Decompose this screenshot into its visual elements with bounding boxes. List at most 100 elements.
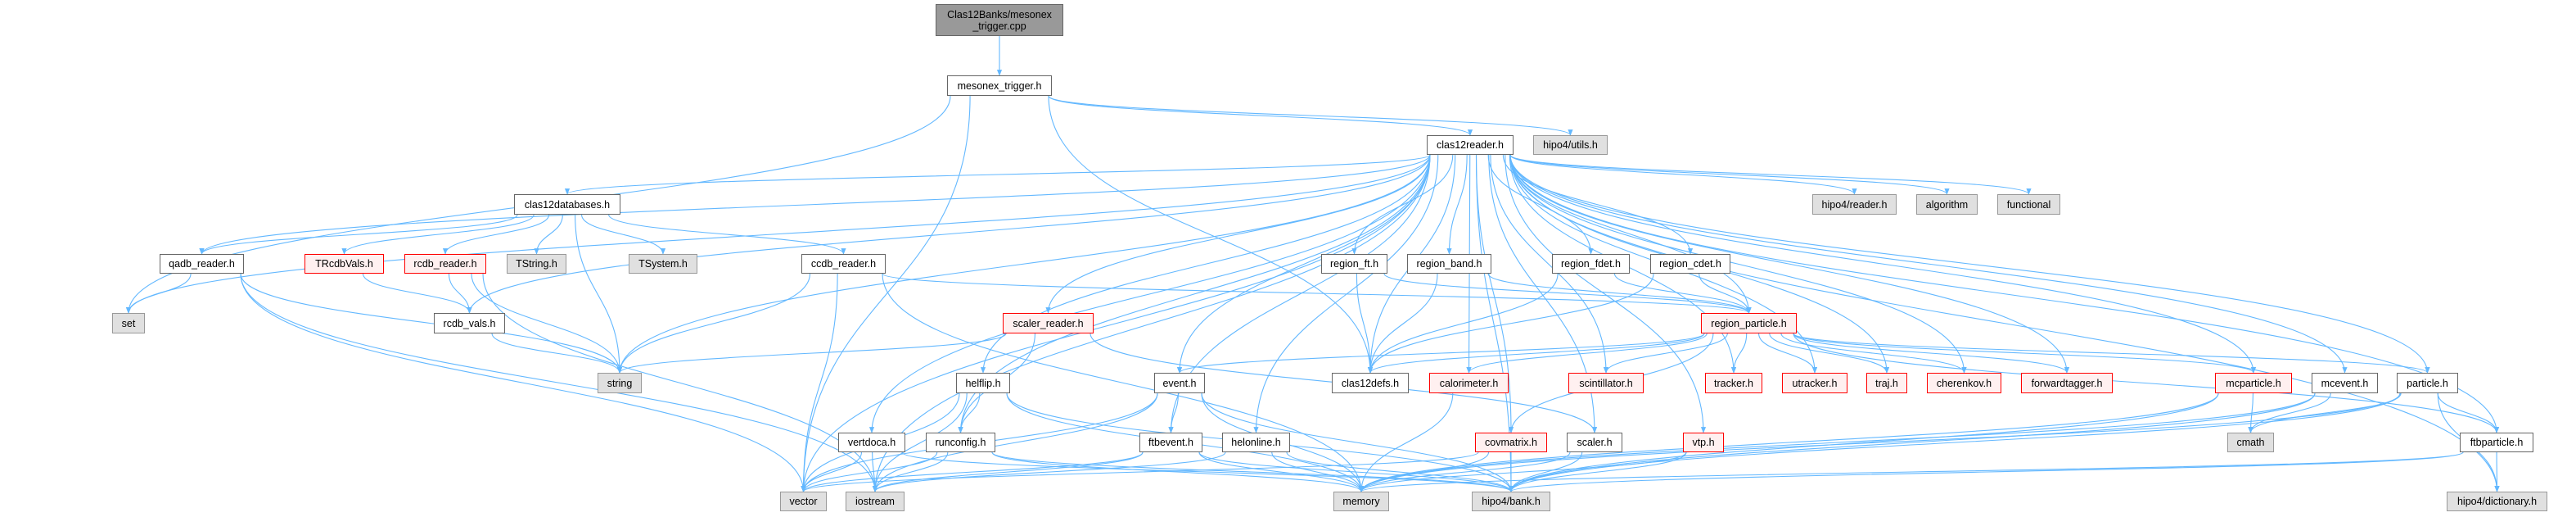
node-helonline-h[interactable]: helonline.h [1222, 433, 1290, 452]
edge-scaler-to-bank [1508, 451, 1583, 492]
node-label: region_band.h [1416, 258, 1482, 270]
edge-vtp-to-bank [1508, 451, 1687, 492]
node-region-cdet-h[interactable]: region_cdet.h [1650, 254, 1730, 274]
node-region-fdet-h[interactable]: region_fdet.h [1552, 254, 1630, 274]
edge-c12r-to-rband [1446, 154, 1468, 255]
edge-mesonex-to-c12r [1048, 95, 1473, 136]
node-clas12defs-h[interactable]: clas12defs.h [1332, 373, 1409, 393]
node-clas12banks-mesonex-trigger-cpp[interactable]: Clas12Banks/mesonex _trigger.cpp [936, 4, 1063, 36]
node-label: algorithm [1925, 198, 1969, 211]
edge-c12db-to-trcdb [341, 214, 535, 255]
node-qadb-reader-h[interactable]: qadb_reader.h [160, 254, 244, 274]
node-tsystem-h[interactable]: TSystem.h [629, 254, 697, 274]
node-scintillator-h[interactable]: scintillator.h [1568, 373, 1644, 393]
edge-c12db-to-ccdb [608, 214, 846, 255]
node-set[interactable]: set [112, 313, 145, 333]
node-label: clas12databases.h [524, 198, 611, 211]
edge-c12r-to-dict [1509, 154, 2500, 492]
edge-runconfig-to-vector [801, 451, 938, 492]
node-label: vtp.h [1692, 437, 1715, 448]
node-hipo4-dictionary-h[interactable]: hipo4/dictionary.h [2447, 492, 2547, 511]
node-rcdb-vals-h[interactable]: rcdb_vals.h [434, 313, 505, 333]
node-functional[interactable]: functional [1997, 194, 2060, 215]
edge-scalerr-to-string [617, 333, 1007, 374]
edge-runconfig-to-memory [991, 451, 1364, 492]
node-label: hipo4/reader.h [1821, 198, 1888, 211]
edge-mesonex-to-defs [1048, 95, 1374, 374]
edge-rcdbr-to-iostream [482, 273, 878, 492]
node-cherenkov-h[interactable]: cherenkov.h [1927, 373, 2001, 393]
edge-c12r-to-algorithm [1509, 154, 1950, 195]
node-label: runconfig.h [935, 437, 986, 448]
node-scaler-reader-h[interactable]: scaler_reader.h [1003, 313, 1094, 333]
node-vertdoca-h[interactable]: vertdoca.h [838, 433, 905, 452]
node-vector[interactable]: vector [780, 492, 827, 511]
edge-c12r-to-vertdoca [868, 154, 1431, 433]
node-utracker-h[interactable]: utracker.h [1782, 373, 1847, 393]
node-forwardtagger-h[interactable]: forwardtagger.h [2021, 373, 2113, 393]
node-scaler-h[interactable]: scaler.h [1567, 433, 1622, 452]
edge-runconfig-to-bank [991, 451, 1514, 492]
node-mcparticle-h[interactable]: mcparticle.h [2215, 373, 2292, 393]
edge-c12r-to-scint [1490, 154, 1609, 374]
edge-rcdbr-to-string [471, 273, 623, 374]
node-label: tracker.h [1714, 377, 1753, 389]
node-string[interactable]: string [598, 373, 642, 393]
edge-ccdb-to-string [616, 273, 811, 374]
edge-c12r-to-rcdet [1502, 154, 1694, 255]
node-covmatrix-h[interactable]: covmatrix.h [1475, 433, 1547, 452]
node-particle-h[interactable]: particle.h [2397, 373, 2458, 393]
edge-rcdet-to-rpart [1699, 273, 1752, 314]
node-event-h[interactable]: event.h [1154, 373, 1205, 393]
node-label: event.h [1162, 377, 1197, 389]
node-ftbevent-h[interactable]: ftbevent.h [1139, 433, 1202, 452]
node-label: region_fdet.h [1561, 258, 1621, 270]
node-region-ft-h[interactable]: region_ft.h [1321, 254, 1387, 274]
node-traj-h[interactable]: traj.h [1866, 373, 1907, 393]
node-label: Clas12Banks/mesonex _trigger.cpp [947, 8, 1052, 32]
node-helflip-h[interactable]: helflip.h [956, 373, 1010, 393]
node-mesonex-trigger-h[interactable]: mesonex_trigger.h [947, 75, 1052, 96]
node-hipo4-reader-h[interactable]: hipo4/reader.h [1812, 194, 1897, 215]
node-algorithm[interactable]: algorithm [1916, 194, 1978, 215]
node-tracker-h[interactable]: tracker.h [1705, 373, 1762, 393]
node-ccdb-reader-h[interactable]: ccdb_reader.h [801, 254, 886, 274]
edge-helonline-to-memory [1271, 451, 1365, 492]
node-iostream[interactable]: iostream [846, 492, 905, 511]
node-cmath[interactable]: cmath [2227, 433, 2274, 452]
node-label: ftbparticle.h [2470, 437, 2524, 448]
node-clas12reader-h[interactable]: clas12reader.h [1427, 135, 1514, 155]
node-label: iostream [855, 496, 895, 507]
node-mcevent-h[interactable]: mcevent.h [2312, 373, 2378, 393]
node-label: clas12defs.h [1341, 377, 1400, 389]
node-label: ccdb_reader.h [810, 258, 877, 270]
edge-c12r-to-rft [1351, 154, 1454, 255]
edge-c12r-to-mcpart [1509, 154, 2257, 374]
node-hipo4-bank-h[interactable]: hipo4/bank.h [1472, 492, 1550, 511]
edge-c12r-to-mcevent [1509, 154, 2348, 374]
node-region-band-h[interactable]: region_band.h [1407, 254, 1491, 274]
edge-event-to-iostream [872, 392, 1158, 492]
node-trcdbvals-h[interactable]: TRcdbVals.h [305, 254, 384, 274]
node-ftbparticle-h[interactable]: ftbparticle.h [2460, 433, 2533, 452]
node-label: hipo4/bank.h [1482, 496, 1541, 507]
edge-helflip-to-runconfig [958, 392, 981, 433]
node-region-particle-h[interactable]: region_particle.h [1701, 313, 1797, 333]
node-memory[interactable]: memory [1333, 492, 1389, 511]
node-rcdb-reader-h[interactable]: rcdb_reader.h [404, 254, 486, 274]
node-label: clas12reader.h [1436, 139, 1504, 151]
edge-covmatrix-to-memory [1358, 451, 1490, 492]
node-tstring-h[interactable]: TString.h [507, 254, 566, 274]
node-runconfig-h[interactable]: runconfig.h [926, 433, 995, 452]
edge-c12r-to-vtp [1505, 154, 1707, 433]
node-label: cmath [2236, 437, 2265, 448]
node-calorimeter-h[interactable]: calorimeter.h [1429, 373, 1509, 393]
edge-qadb-to-vector [240, 273, 806, 492]
edge-rft-to-defs [1356, 273, 1374, 374]
node-vtp-h[interactable]: vtp.h [1683, 433, 1724, 452]
node-hipo4-utils-h[interactable]: hipo4/utils.h [1533, 135, 1608, 155]
edge-qadb-to-set [125, 273, 192, 314]
node-label: scaler.h [1577, 437, 1613, 448]
node-clas12databases-h[interactable]: clas12databases.h [514, 194, 620, 215]
node-label: hipo4/dictionary.h [2456, 496, 2538, 507]
